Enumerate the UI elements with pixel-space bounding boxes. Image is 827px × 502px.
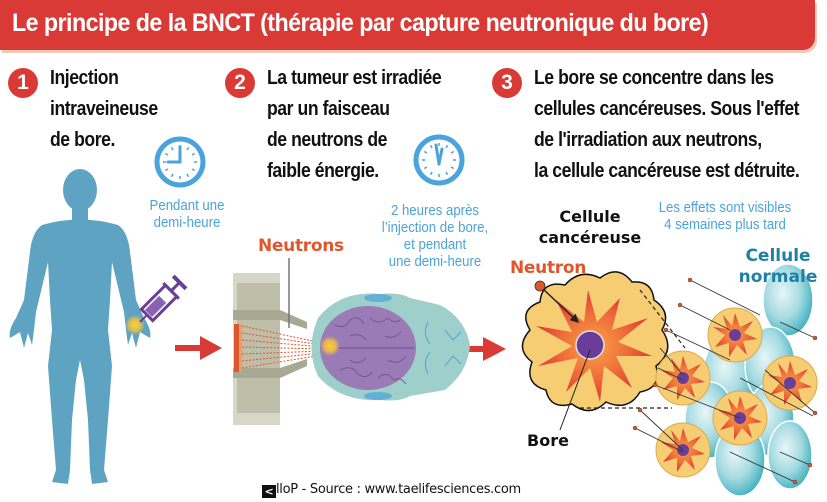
- neutron-dots: [632, 277, 818, 485]
- zoom-guide-lines: [580, 289, 686, 409]
- step-3-line: Le bore se concentre dans les: [534, 67, 774, 89]
- note-line: 2 heures après: [390, 202, 480, 219]
- neutron-trajectories: [634, 279, 816, 483]
- small-cancer-cell: [707, 307, 763, 363]
- source-text: - Source : www.taelifesciences.com: [297, 482, 522, 497]
- small-cancer-cell: [762, 355, 818, 411]
- title-banner: Le principe de la BNCT (thérapie par cap…: [0, 0, 815, 50]
- note-line: une demi-heure: [388, 253, 482, 270]
- publisher-logo-mark: <: [262, 485, 276, 498]
- step-3-line: de l'irradiation aux neutrons,: [534, 129, 762, 151]
- arrow-icon: [175, 336, 222, 360]
- small-cancer-cell: [655, 350, 711, 406]
- page-title: Le principe de la BNCT (thérapie par cap…: [12, 9, 709, 37]
- step-2-line: La tumeur est irradiée: [267, 67, 442, 89]
- label-line: cancéreuse: [538, 228, 642, 247]
- label-line: normale: [738, 267, 818, 287]
- injection-site-glow: [125, 315, 145, 335]
- brain-illustration: [311, 293, 470, 401]
- neutron-label: Neutron: [510, 258, 587, 278]
- step-1-duration-note: Pendant une demi-heure: [139, 197, 236, 231]
- clock-icon: [413, 134, 465, 186]
- normal-cell-label: Cellule normale: [733, 246, 823, 288]
- cancer-cell-label: Cellule cancéreuse: [530, 206, 650, 248]
- label-line: Cellule: [745, 246, 811, 266]
- cancer-cell-illustration: [521, 271, 669, 431]
- neutron-emitter-illustration: [233, 258, 323, 425]
- neutrons-label: Neutrons: [258, 236, 344, 256]
- step-1-badge: 1: [8, 68, 38, 98]
- step-2-timing-note: 2 heures après l’injection de bore, et p…: [369, 202, 501, 270]
- label-line: Cellule: [559, 207, 621, 226]
- step-1-line: de bore.: [50, 129, 115, 151]
- bore-label: Bore: [527, 431, 569, 450]
- clock-icon: [154, 136, 206, 188]
- step-2-badge: 2: [225, 68, 255, 98]
- note-line: 4 semaines plus tard: [664, 216, 786, 233]
- publisher-logo-text: lloP: [276, 482, 298, 497]
- step-2-line: de neutrons de: [267, 129, 387, 151]
- step-1-line: intraveineuse: [50, 98, 158, 120]
- syringe-icon: [139, 274, 188, 323]
- human-body-illustration: [9, 169, 151, 484]
- step-3-line: cellules cancéreuses. Sous l'effet: [534, 98, 800, 120]
- cell-cluster-illustration: [632, 263, 818, 497]
- note-line: demi-heure: [153, 214, 221, 231]
- step-2-line: par un faisceau: [267, 98, 390, 120]
- step-3-line: la cellule cancéreuse est détruite.: [534, 160, 800, 182]
- step-1-text: Injection intraveineuse de bore.: [50, 63, 158, 156]
- note-line: et pendant: [403, 236, 467, 253]
- arrow-icon: [460, 337, 506, 361]
- source-credit: <lloP - Source : www.taelifesciences.com: [262, 482, 521, 498]
- step-3-effects-note: Les effets sont visibles 4 semaines plus…: [650, 199, 800, 233]
- step-2-text: La tumeur est irradiée par un faisceau d…: [267, 63, 442, 187]
- step-3-text: Le bore se concentre dans les cellules c…: [534, 63, 800, 187]
- step-3-badge: 3: [492, 68, 522, 98]
- note-line: Les effets sont visibles: [658, 199, 792, 216]
- step-2-line: faible énergie.: [267, 160, 379, 182]
- note-line: l’injection de bore,: [381, 219, 489, 236]
- note-line: Pendant une: [149, 197, 225, 214]
- step-1-line: Injection: [50, 67, 119, 89]
